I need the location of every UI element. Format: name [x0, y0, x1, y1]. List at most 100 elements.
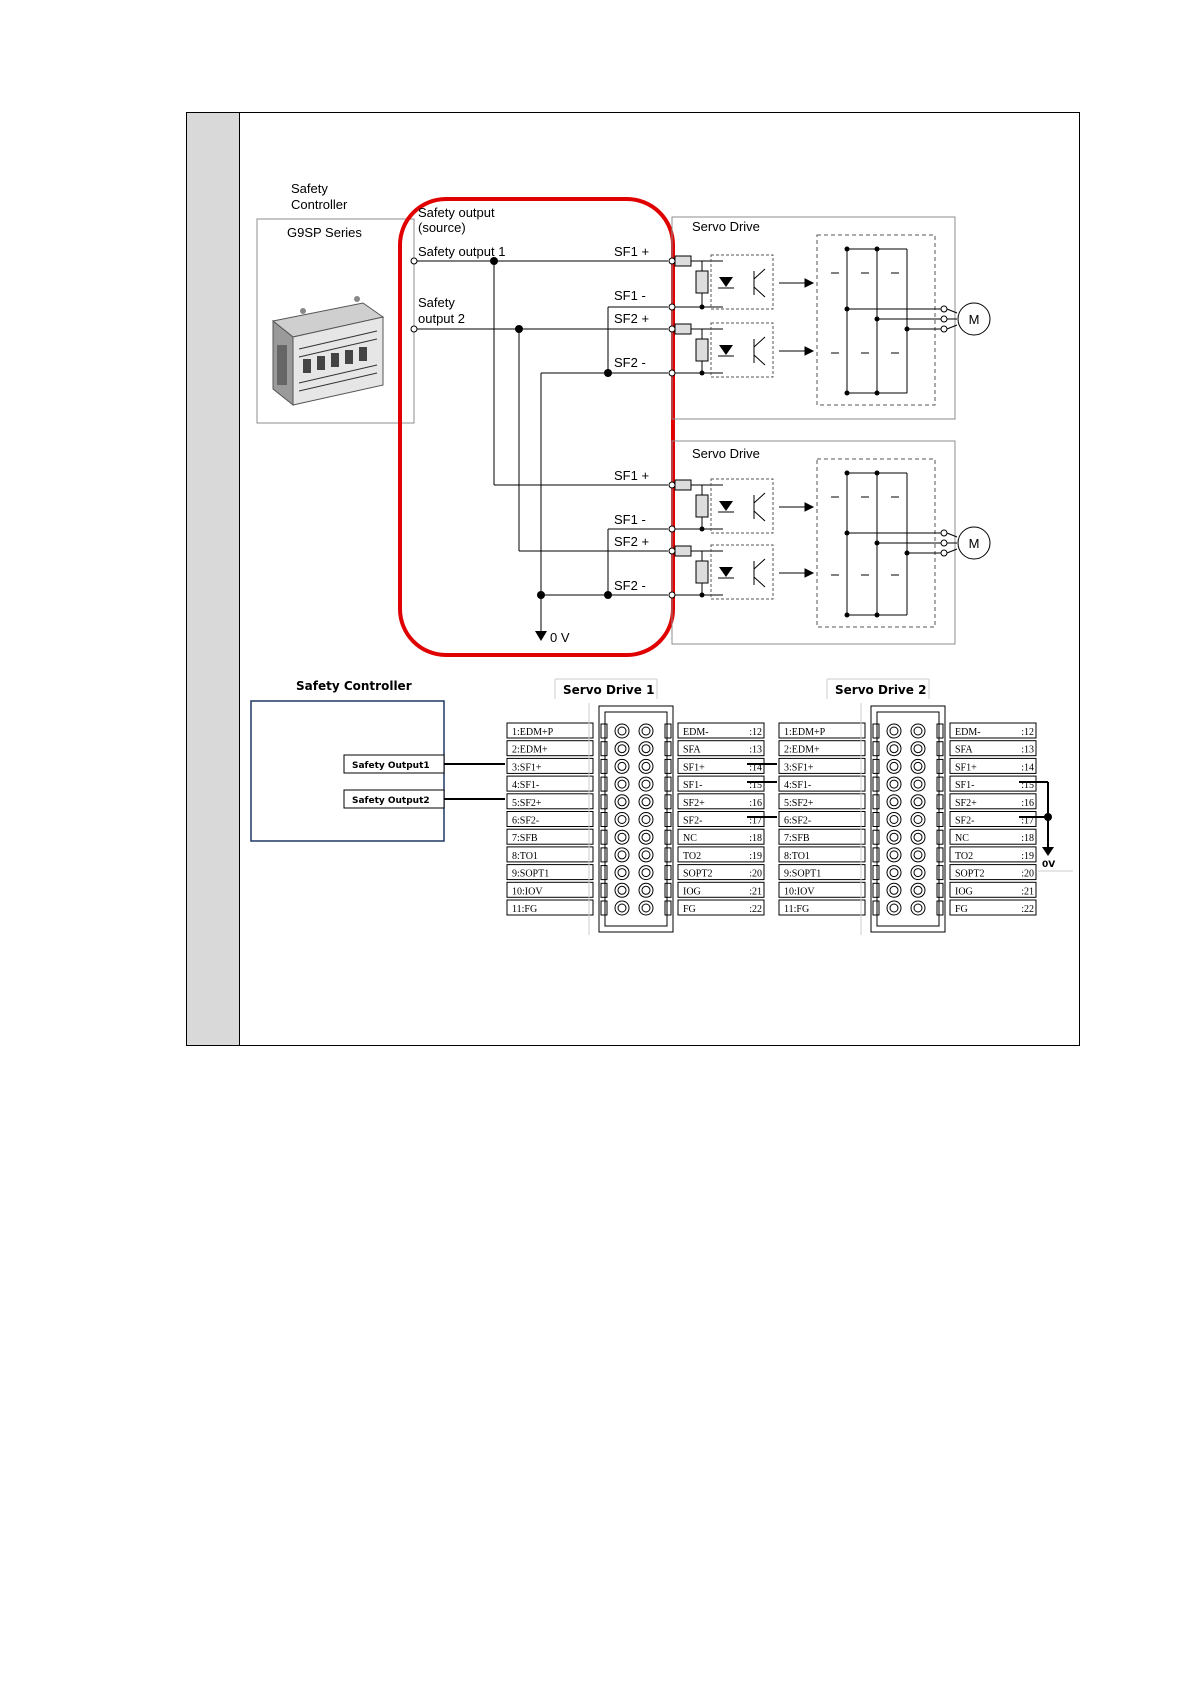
servo-drive-2-right-pin-name: FG	[955, 904, 968, 915]
servo-drive-1-screw-icon	[617, 761, 627, 771]
servo-drive-2-screw-icon	[889, 832, 899, 842]
servo-drive-2-right-pin-name: SF2-	[955, 816, 974, 827]
servo-drive-1-screw-icon	[641, 832, 651, 842]
servo-drive-1-connector-latch	[600, 758, 608, 774]
servo-drive-1-connector-latch	[600, 723, 608, 739]
servo-drive-2-left-pin-box	[778, 864, 866, 881]
servo-drive-1-right-pin-box	[677, 793, 765, 810]
ground-arrow-icon	[1042, 847, 1054, 856]
servo-drive-1-right-pin-name: EDM-	[683, 727, 709, 738]
servo-drive-2-connector-latch	[936, 776, 944, 792]
servo-drive-1-screw-icon	[641, 903, 651, 913]
servo-drive-1-screw-icon	[641, 779, 651, 789]
drive2-terminal-sf1-plus: SF1 +	[614, 468, 649, 483]
safety-output-2-label-line2: output 2	[418, 311, 465, 326]
wiring-ground-label: 0V	[1042, 860, 1055, 870]
servo-drive-2-screw-icon	[886, 865, 902, 881]
servo-drive-1-screw-icon	[617, 726, 627, 736]
controller-box	[256, 218, 415, 424]
servo-drive-1-right-pin-box	[677, 899, 765, 916]
servo-drive-2-connector-latch	[872, 776, 880, 792]
servo-drive-2-left-pin: 7:SFB	[784, 833, 810, 844]
servo-drive-2-left-pin: 4:SF1-	[784, 780, 811, 791]
servo-drive-1-right-pin-num: :15	[749, 780, 762, 791]
servo-drive-2-connector-latch	[872, 723, 880, 739]
optocoupler-icon	[710, 478, 774, 534]
drive2-terminal-sf2-minus: SF2 -	[614, 578, 646, 593]
servo-drive-2-left-pin: 11:FG	[784, 904, 809, 915]
servo-drive-2-right-pin-name: SOPT2	[955, 869, 984, 880]
servo-drive-1-left-pin-box	[506, 775, 594, 792]
left-gutter	[187, 113, 240, 1045]
servo-drive-1-right-pin-num: :12	[749, 727, 762, 738]
servo-drive-1-left-pin-box	[506, 722, 594, 739]
servo-drive-1-screw-icon	[614, 812, 630, 827]
servo-drive-2-screw-icon	[910, 794, 926, 810]
servo-drive-1-connector-latch	[600, 812, 608, 827]
servo-drive-1-left-pin: 11:FG	[512, 904, 537, 915]
servo-drive-1-connector-latch	[664, 829, 672, 845]
servo-drive-2-connector-latch	[872, 847, 880, 863]
servo-drive-2-connector-latch	[872, 882, 880, 898]
servo-drive-2-right-pin-num: :15	[1021, 780, 1034, 791]
motor-2-label: M	[969, 536, 980, 551]
servo-drive-1-schematic: Servo Drive SF1 + SF1 - SF2 + SF2 -	[614, 216, 991, 420]
wiring-diagram: Safety Controller G9SP Series	[250, 181, 1073, 935]
servo-drive-2-connector-latch	[936, 758, 944, 774]
servo-drive-1-left-pin: 3:SF1+	[512, 762, 542, 773]
servo-drive-1-right-pin-num: :19	[749, 851, 762, 862]
servo-drive-2-screw-icon	[886, 900, 902, 916]
drive2-terminal-sf2-plus: SF2 +	[614, 534, 649, 549]
servo-drive-2-left-pin-box	[778, 828, 866, 845]
servo-drive-1-left-pin-box	[506, 846, 594, 863]
servo-drive-1-screw-icon	[617, 797, 627, 807]
servo-drive-2-connector-latch	[936, 741, 944, 757]
servo-drive-2-right-pin-box	[949, 864, 1037, 881]
servo-drive-1-connector-latch	[664, 847, 672, 863]
servo-drive-1-connector-latch	[664, 882, 672, 898]
drive1-terminal-sf2-plus: SF2 +	[614, 311, 649, 326]
servo-drive-1-screw-icon	[614, 865, 630, 881]
servo-drive-2-right-pin-box	[949, 793, 1037, 810]
servo-drive-1-screw-icon	[614, 847, 630, 863]
servo-drive-2-left-pin-box	[778, 722, 866, 739]
servo-drive-2-left-pin-box	[778, 757, 866, 774]
servo-drive-2-connector-inner	[876, 711, 940, 927]
servo-drive-2-screw-icon	[910, 847, 926, 863]
servo-drive-2-right-pin-box	[949, 757, 1037, 774]
servo-drive-2-right-pin-box	[949, 846, 1037, 863]
servo-drive-1-screw-icon	[617, 744, 627, 754]
servo-drive-2-screw-icon	[886, 741, 902, 757]
servo-drive-2-left-pin-box	[778, 846, 866, 863]
servo-drive-1-screw-icon	[641, 726, 651, 736]
servo-drive-2-right-pin-name: SF2+	[955, 798, 977, 809]
servo-drive-2-left-pin: 1:EDM+P	[784, 727, 826, 738]
servo-drive-2-right-pin-name: SF1-	[955, 780, 974, 791]
controller-label-line2: Controller	[291, 197, 348, 212]
servo-drive-2-left-pin: 10:IOV	[784, 886, 815, 897]
servo-drive-1-screw-icon	[614, 900, 630, 916]
servo-drive-2-screw-icon	[913, 815, 923, 824]
servo-drive-2-right-pin-num: :18	[1021, 833, 1034, 844]
servo-drive-2-screw-icon	[913, 761, 923, 771]
servo-drive-1-right-pin-num: :13	[749, 745, 762, 756]
servo-drive-2-right-pin-num: :14	[1021, 762, 1034, 773]
servo-drive-1-right-pin-box	[677, 846, 765, 863]
servo-drive-2-connector-latch	[936, 812, 944, 827]
servo-drive-1-left-pin-box	[506, 899, 594, 916]
servo-drive-2-screw-icon	[889, 761, 899, 771]
servo-drive-1-left-pin: 10:IOV	[512, 886, 543, 897]
servo-drive-2-screw-icon	[913, 885, 923, 895]
servo-drive-2-left-pin: 9:SOPT1	[784, 869, 821, 880]
servo-drive-1-screw-icon	[641, 815, 651, 824]
optocoupler-icon	[710, 544, 774, 600]
servo-drive-1-screw-icon	[638, 865, 654, 881]
servo-drive-2-left-pin-box	[778, 899, 866, 916]
servo-drive-2-left-pin: 3:SF1+	[784, 762, 814, 773]
schematic-ground-label: 0 V	[550, 630, 570, 645]
servo-drive-1-screw-icon	[614, 829, 630, 845]
servo-drive-1-screw-icon	[617, 832, 627, 842]
servo-drive-2-left-pin-box	[778, 793, 866, 810]
servo-drive-2-screw-icon	[913, 850, 923, 860]
servo-drive-2-screw-icon	[886, 776, 902, 792]
